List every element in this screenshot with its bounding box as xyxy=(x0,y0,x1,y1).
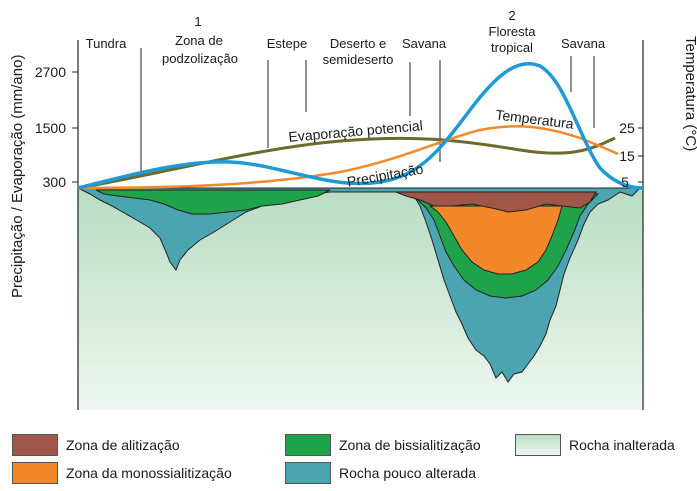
right-tick-label: 15 xyxy=(619,148,635,164)
left-tick-label: 300 xyxy=(43,174,67,190)
right-tick-label: 5 xyxy=(621,174,629,190)
legend-swatch-monosialitization xyxy=(12,462,58,484)
legend-swatch-alitization xyxy=(12,434,58,456)
zone-label-savanna-right: Savana xyxy=(561,36,606,51)
left-tick-label: 1500 xyxy=(35,120,66,136)
legend-swatch-weathered-rock xyxy=(285,462,331,484)
legend-swatch-bisialitization xyxy=(285,434,331,456)
zone-label-desert-2: semideserto xyxy=(323,52,394,67)
zone-label-steppe: Estepe xyxy=(267,36,307,51)
zone-label-savanna-left: Savana xyxy=(402,36,447,51)
legend-label-alitization: Zona de alitização xyxy=(66,437,180,453)
legend-label-bisialitization: Zona de bissialitização xyxy=(339,437,481,453)
zone-number-1: 1 xyxy=(194,14,201,29)
precipitation-curve xyxy=(77,61,644,190)
temperature-curve xyxy=(77,125,619,190)
left-axis-title: Precipitação / Evaporação (mm/ano) xyxy=(9,55,26,298)
zone-label-tundra: Tundra xyxy=(86,36,127,51)
bisialitization-zone-left xyxy=(95,189,331,215)
legend-label-monosialitization: Zona da monossialitização xyxy=(66,465,232,481)
legend-label-weathered-rock: Rocha pouco alterada xyxy=(339,465,476,481)
zone-number-2: 2 xyxy=(508,8,515,23)
left-tick-label: 2700 xyxy=(35,64,66,80)
zone-label-forest-2: tropical xyxy=(491,40,533,55)
legend-swatch-unweathered-rock xyxy=(515,434,561,456)
zone-label-forest-1: Floresta xyxy=(489,24,537,39)
monosialitization-zone xyxy=(428,205,563,275)
zone-label-desert-1: Deserto e xyxy=(330,36,386,51)
evaporation-curve xyxy=(77,136,616,190)
precipitation-curve-label: Precipitação xyxy=(346,160,425,189)
zone-label-podzol-2: podzolização xyxy=(162,51,238,66)
right-axis-title: Temperatura (°C) xyxy=(682,36,697,151)
alitization-zone xyxy=(395,191,597,213)
legend-label-unweathered-rock: Rocha inalterada xyxy=(569,437,675,453)
zone-label-podzol-1: Zona de xyxy=(175,33,223,48)
right-tick-label: 25 xyxy=(619,120,635,136)
weathering-profile-diagram: Precipitação / Evaporação (mm/ano) Tempe… xyxy=(9,8,697,410)
